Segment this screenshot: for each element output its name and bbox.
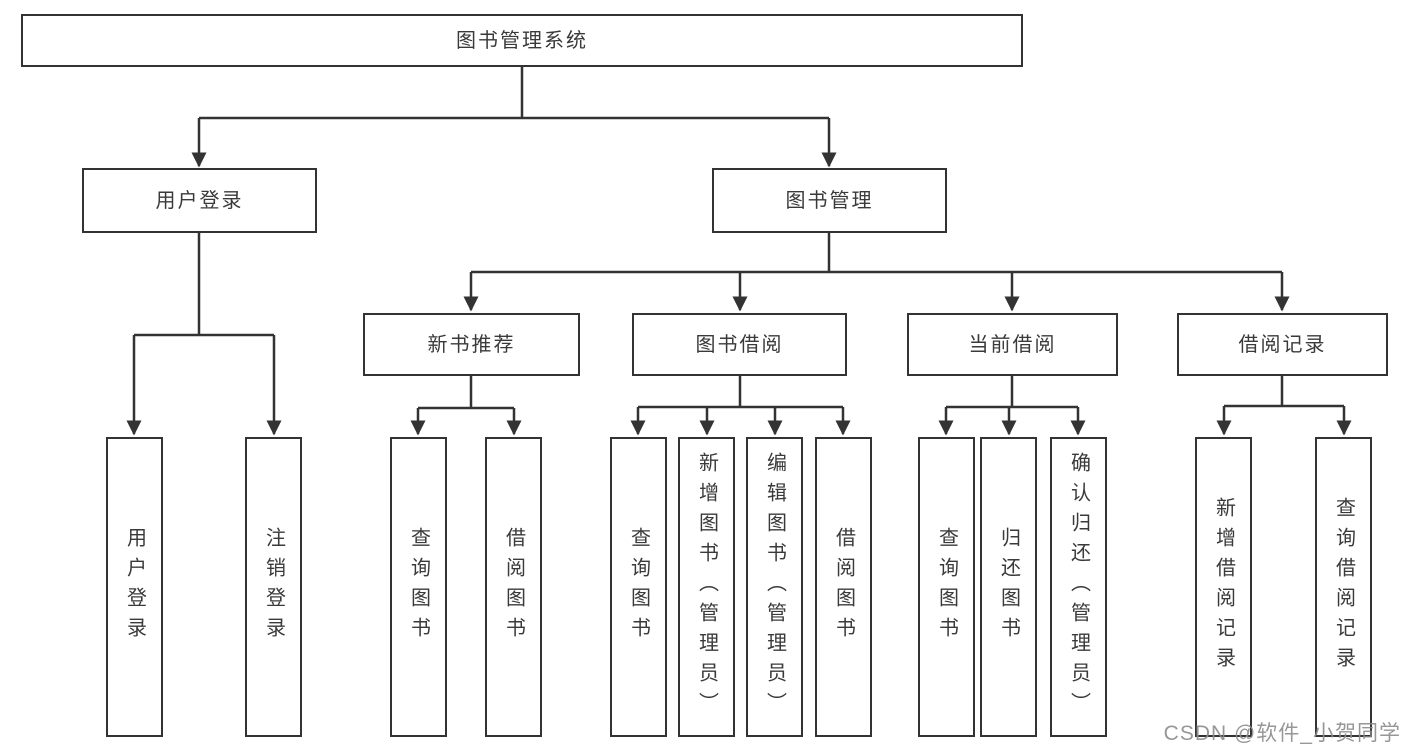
node-borrow-records: 借阅记录: [1177, 313, 1388, 376]
node-user-login: 用户登录: [82, 168, 317, 233]
leaf-recommend-borrow-book: 借阅图书: [485, 437, 542, 737]
leaf-add-borrow-record: 新增借阅记录: [1195, 437, 1252, 737]
leaf-add-book-admin-label: 新增图书（管理员）: [695, 452, 718, 722]
node-book-borrow: 图书借阅: [632, 313, 847, 376]
leaf-return-book: 归还图书: [980, 437, 1037, 737]
node-new-book-recommend-label: 新书推荐: [427, 333, 516, 356]
csdn-watermark: CSDN @软件_小贺同学: [1163, 722, 1401, 745]
leaf-query-borrow-record-label: 查询借阅记录: [1332, 497, 1355, 677]
leaf-return-book-label: 归还图书: [997, 527, 1020, 647]
leaf-edit-book-admin: 编辑图书（管理员）: [746, 437, 803, 737]
leaf-user-login-label: 用户登录: [123, 527, 146, 647]
node-book-borrow-label: 图书借阅: [695, 333, 784, 356]
leaf-confirm-return-admin: 确认归还（管理员）: [1050, 437, 1107, 737]
leaf-recommend-query-book-label: 查询图书: [407, 527, 430, 647]
leaf-query-borrow-record: 查询借阅记录: [1315, 437, 1372, 737]
node-current-borrow: 当前借阅: [907, 313, 1118, 376]
node-user-login-label: 用户登录: [155, 189, 244, 212]
node-book-management-label: 图书管理: [785, 189, 874, 212]
leaf-current-query-book-label: 查询图书: [935, 527, 958, 647]
leaf-borrow-query-book-label: 查询图书: [627, 527, 650, 647]
node-root: 图书管理系统: [21, 14, 1023, 67]
node-root-label: 图书管理系统: [456, 29, 588, 52]
leaf-logout: 注销登录: [245, 437, 302, 737]
leaf-user-login: 用户登录: [106, 437, 163, 737]
node-borrow-records-label: 借阅记录: [1238, 333, 1327, 356]
leaf-edit-book-admin-label: 编辑图书（管理员）: [763, 452, 786, 722]
leaf-add-book-admin: 新增图书（管理员）: [678, 437, 735, 737]
node-current-borrow-label: 当前借阅: [968, 333, 1057, 356]
leaf-recommend-borrow-book-label: 借阅图书: [502, 527, 525, 647]
node-book-management: 图书管理: [712, 168, 947, 233]
leaf-add-borrow-record-label: 新增借阅记录: [1212, 497, 1235, 677]
leaf-borrow-book-label: 借阅图书: [832, 527, 855, 647]
leaf-borrow-book: 借阅图书: [815, 437, 872, 737]
leaf-logout-label: 注销登录: [262, 527, 285, 647]
leaf-borrow-query-book: 查询图书: [610, 437, 667, 737]
leaf-current-query-book: 查询图书: [918, 437, 975, 737]
leaf-recommend-query-book: 查询图书: [390, 437, 447, 737]
leaf-confirm-return-admin-label: 确认归还（管理员）: [1067, 452, 1090, 722]
node-new-book-recommend: 新书推荐: [363, 313, 580, 376]
